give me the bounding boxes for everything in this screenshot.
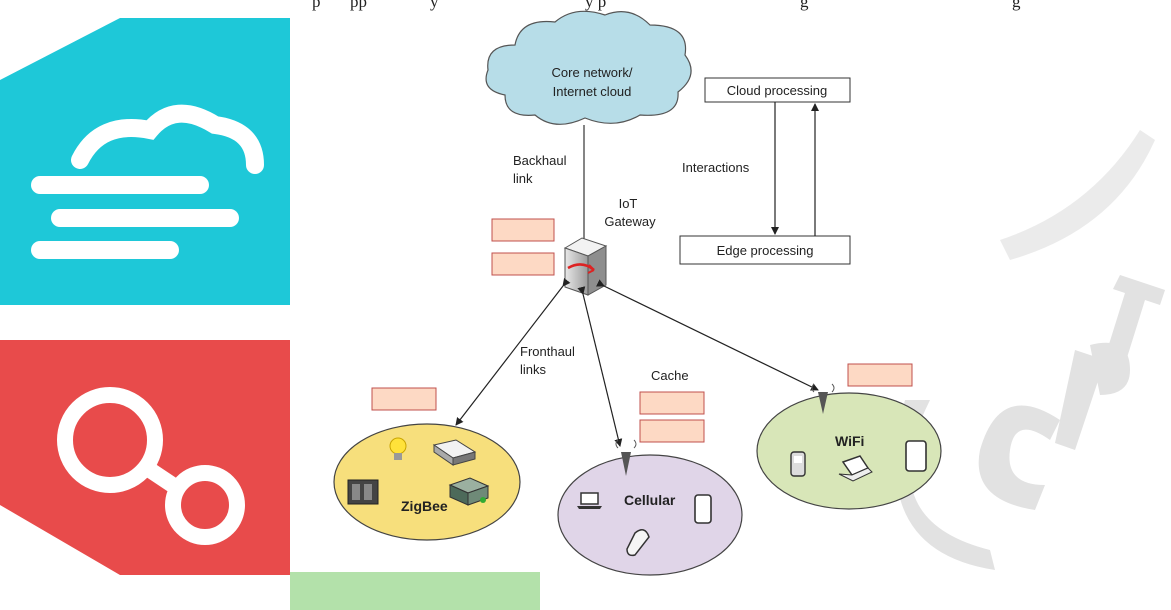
edge-processing-label: Edge processing bbox=[717, 243, 814, 258]
laptop-icon bbox=[577, 492, 602, 509]
processing-panel: Cloud processing Edge processing Interac… bbox=[679, 77, 851, 265]
antenna-icon bbox=[615, 439, 637, 476]
top-text-fragment: y p bbox=[585, 0, 607, 11]
top-cut-text: p pp y y p g g bbox=[0, 0, 1171, 18]
cache-boxes bbox=[371, 218, 913, 443]
gateway-label-line1: IoT bbox=[619, 196, 638, 211]
fronthaul-label-line2: links bbox=[520, 362, 547, 377]
server-rack-icon bbox=[347, 479, 379, 505]
backhaul-label-line2: link bbox=[513, 171, 533, 186]
fronthaul-links bbox=[455, 278, 819, 447]
cloud-processing-label: Cloud processing bbox=[727, 83, 827, 98]
antenna-icon bbox=[811, 383, 835, 414]
laptop-icon bbox=[838, 455, 873, 482]
watermark-cyan-panel bbox=[0, 18, 290, 305]
cloud-label-line1: Core network/ bbox=[552, 65, 633, 80]
top-text-fragment: g bbox=[1012, 0, 1021, 11]
top-text-fragment: g bbox=[800, 0, 809, 11]
cache-box-zigbee bbox=[371, 387, 437, 411]
core-network-cloud: Core network/ Internet cloud bbox=[485, 10, 692, 125]
old-phone-icon bbox=[626, 529, 650, 557]
cache-box-gateway-2 bbox=[491, 252, 555, 276]
fronthaul-link-zigbee bbox=[455, 278, 571, 426]
gear-icon bbox=[57, 387, 245, 545]
fronthaul-label-line1: Fronthaul bbox=[520, 344, 575, 359]
cache-box-cellular-1 bbox=[639, 391, 705, 415]
top-text-fragment: p bbox=[312, 0, 321, 11]
gateway-server-icon bbox=[563, 237, 608, 296]
cache-box-cellular-2 bbox=[639, 419, 705, 443]
wifi-network: WiFi bbox=[756, 383, 942, 510]
watermark-green-panel bbox=[290, 572, 540, 610]
phone-icon bbox=[905, 440, 927, 472]
sensor-node-icon bbox=[448, 477, 490, 506]
cache-box-gateway-1 bbox=[491, 218, 555, 242]
gateway-label-line2: Gateway bbox=[604, 214, 656, 229]
cloud-label-line2: Internet cloud bbox=[553, 84, 632, 99]
zigbee-label: ZigBee bbox=[401, 498, 448, 514]
interactions-label: Interactions bbox=[682, 160, 750, 175]
watermark-crt-text bbox=[895, 130, 1165, 570]
cellular-network: Cellular bbox=[557, 439, 743, 576]
router-icon bbox=[432, 439, 477, 466]
watermark-logo bbox=[0, 18, 1165, 610]
cache-label: Cache bbox=[651, 368, 689, 383]
fronthaul-link-cellular bbox=[577, 286, 623, 447]
cellular-ellipse bbox=[557, 454, 743, 576]
phone-icon bbox=[694, 494, 712, 524]
zigbee-network: ZigBee bbox=[333, 423, 521, 541]
wifi-label: WiFi bbox=[835, 433, 864, 449]
cellular-label: Cellular bbox=[624, 492, 676, 508]
phone-icon bbox=[790, 451, 806, 477]
top-text-fragment: y bbox=[430, 0, 439, 11]
backhaul-label-line1: Backhaul bbox=[513, 153, 567, 168]
cloud-processing-box bbox=[704, 77, 851, 103]
top-text-fragment: pp bbox=[350, 0, 367, 11]
cloud-circuit-icon bbox=[31, 104, 264, 259]
edge-processing-box bbox=[679, 235, 851, 265]
wifi-ellipse bbox=[756, 392, 942, 510]
fronthaul-link-wifi bbox=[595, 279, 819, 391]
cache-box-wifi bbox=[847, 363, 913, 387]
bulb-icon bbox=[389, 437, 407, 460]
